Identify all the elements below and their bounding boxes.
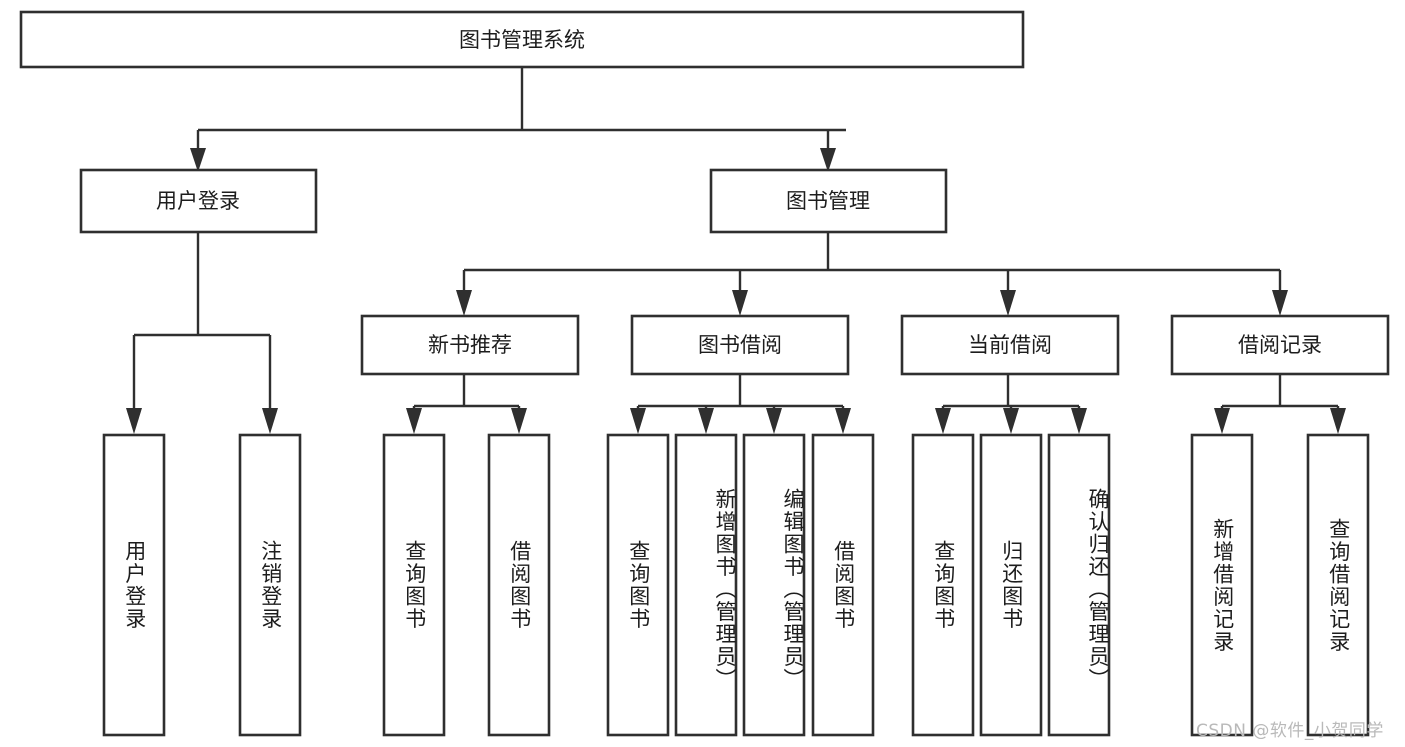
- leaf-box-group: [102, 433, 1370, 737]
- node-box-leaf-query-record[interactable]: [1306, 433, 1370, 737]
- node-box-leaf-user-login[interactable]: [102, 433, 166, 737]
- node-label-book-manage: 图书管理: [786, 189, 870, 213]
- node-box-leaf-borrow-book-1[interactable]: [487, 433, 551, 737]
- arrow-head-leaf-query-record: [1330, 408, 1346, 434]
- node-box-book-borrow[interactable]: [630, 314, 850, 376]
- node-box-leaf-borrow-book-2[interactable]: [811, 433, 875, 737]
- connector-group-borrow-record: [1214, 374, 1346, 434]
- node-new-book-rec[interactable]: 新书推荐: [360, 314, 580, 376]
- node-label-borrow-record: 借阅记录: [1238, 333, 1322, 357]
- node-box-leaf-return-book[interactable]: [979, 433, 1043, 737]
- arrow-head-leaf-query-book-2: [630, 408, 646, 434]
- node-box-book-manage[interactable]: [709, 168, 948, 234]
- csdn-watermark: CSDN @软件_小贺同学: [1196, 721, 1384, 741]
- node-label-user-login: 用户登录: [156, 189, 240, 213]
- arrow-head-leaf-borrow-book-1: [511, 408, 527, 434]
- arrow-head-leaf-query-book-1: [406, 408, 422, 434]
- node-box-leaf-query-book-3[interactable]: [911, 433, 975, 737]
- node-book-manage[interactable]: 图书管理: [709, 168, 948, 234]
- node-label-new-book-rec: 新书推荐: [428, 333, 512, 357]
- arrow-head-leaf-edit-book: [766, 408, 782, 434]
- connector-group-user-login: [126, 232, 278, 434]
- arrow-head-book-manage: [820, 148, 836, 172]
- node-book-borrow[interactable]: 图书借阅: [630, 314, 850, 376]
- connector-group-current-borrow: [935, 374, 1087, 434]
- arrow-head-book-borrow: [732, 290, 748, 316]
- node-box-leaf-query-book-2[interactable]: [606, 433, 670, 737]
- node-box-leaf-edit-book[interactable]: [742, 433, 806, 737]
- connector-group-root: [190, 67, 846, 172]
- node-box-leaf-confirm-return[interactable]: [1047, 433, 1111, 737]
- node-box-user-login[interactable]: [79, 168, 318, 234]
- node-box-leaf-query-book-1[interactable]: [382, 433, 446, 737]
- arrow-head-current-borrow: [1000, 290, 1016, 316]
- arrow-head-leaf-return-book: [1003, 408, 1019, 434]
- node-box-new-book-rec[interactable]: [360, 314, 580, 376]
- node-box-borrow-record[interactable]: [1170, 314, 1390, 376]
- node-box-leaf-add-book[interactable]: [674, 433, 738, 737]
- node-label-current-borrow: 当前借阅: [968, 333, 1052, 357]
- node-label-book-borrow: 图书借阅: [698, 333, 782, 357]
- arrow-head-leaf-add-book: [698, 408, 714, 434]
- connector-group-book-borrow: [630, 374, 851, 434]
- node-box-leaf-user-logout[interactable]: [238, 433, 302, 737]
- node-box-root[interactable]: [19, 10, 1025, 69]
- arrow-head-new-book-rec: [456, 290, 472, 316]
- arrow-head-leaf-borrow-book-2: [835, 408, 851, 434]
- node-root[interactable]: 图书管理系统: [19, 10, 1025, 69]
- arrow-head-leaf-confirm-return: [1071, 408, 1087, 434]
- node-box-current-borrow[interactable]: [900, 314, 1120, 376]
- node-borrow-record[interactable]: 借阅记录: [1170, 314, 1390, 376]
- node-user-login[interactable]: 用户登录: [79, 168, 318, 234]
- arrow-head-leaf-add-record: [1214, 408, 1230, 434]
- connector-group-book-manage: [456, 232, 1288, 316]
- arrow-head-borrow-record: [1272, 290, 1288, 316]
- node-box-leaf-add-record[interactable]: [1190, 433, 1254, 737]
- connector-group-new-book-rec: [406, 374, 527, 434]
- arrow-head-leaf-user-logout: [262, 408, 278, 434]
- node-current-borrow[interactable]: 当前借阅: [900, 314, 1120, 376]
- arrow-head-user-login: [190, 148, 206, 172]
- arrow-head-leaf-query-book-3: [935, 408, 951, 434]
- node-label-root: 图书管理系统: [459, 28, 585, 52]
- arrow-head-leaf-user-login: [126, 408, 142, 434]
